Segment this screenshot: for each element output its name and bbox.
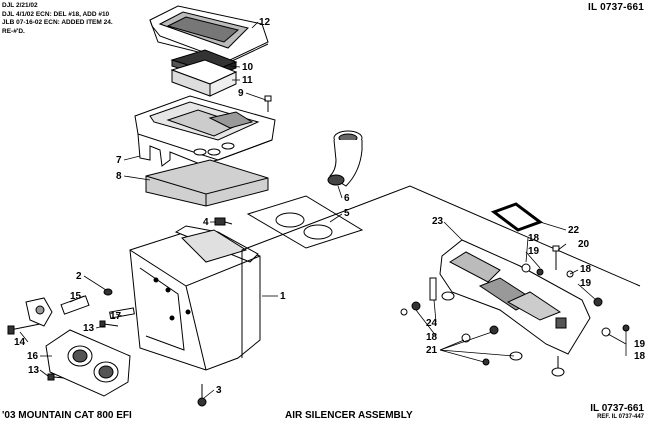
callout-9: 9 [238, 88, 244, 99]
part-duct-23 [439, 239, 591, 355]
part-screw-13a [99, 320, 119, 328]
callout-20: 20 [578, 239, 590, 250]
part-top-housing [134, 95, 276, 167]
callout-8: 8 [116, 171, 122, 182]
callout-10: 10 [242, 62, 254, 73]
callout-18: 18 [426, 332, 438, 343]
callout-1: 1 [280, 291, 286, 302]
part-bolt-9 [264, 95, 272, 112]
part-bolt-4 [214, 217, 233, 226]
part-gasket-22 [490, 202, 544, 232]
callout-15: 15 [70, 291, 82, 302]
part-intake-elbow [327, 130, 363, 187]
part-screw-13b [47, 373, 65, 381]
part-sensor-14 [7, 297, 53, 335]
callout-13: 13 [83, 323, 95, 334]
callout-24: 24 [426, 318, 438, 329]
revision-notes: DJL 2/21/02 DJL 4/1/02 ECN: DEL #18, ADD… [2, 2, 113, 36]
callout-13: 13 [28, 365, 40, 376]
part-bolt-3 [197, 384, 207, 407]
callout-3: 3 [216, 385, 222, 396]
part-lid-cover [149, 5, 269, 63]
part-filter-8 [145, 159, 269, 207]
leader-lines [19, 21, 627, 399]
callout-23: 23 [432, 216, 444, 227]
part-foam-11 [170, 59, 238, 97]
part-bolt-20 [552, 245, 560, 270]
callout-18: 18 [528, 233, 540, 244]
callout-6: 6 [344, 193, 350, 204]
footer-illustration-ref: IL 0737-661 REF. IL 0737-447 [590, 404, 644, 421]
revision-note: JLB 07-16-02 ECN: ADDED ITEM 24. [2, 19, 113, 26]
assembly-title: AIR SILENCER ASSEMBLY [285, 410, 413, 421]
detail-boundary [241, 185, 641, 358]
callout-7: 7 [116, 155, 122, 166]
part-gasket-plate [246, 195, 364, 249]
callout-5: 5 [344, 208, 350, 219]
part-grommet-2 [103, 288, 113, 296]
part-bracket-24 [429, 277, 455, 301]
callout-18: 18 [580, 264, 592, 275]
footer-illustration-number: IL 0737-661 [590, 403, 644, 414]
revision-note: RE-#'D. [2, 27, 25, 35]
callouts: 12 10 11 9 7 8 6 5 4 1 2 15 17 13 14 16 … [14, 17, 646, 396]
part-lower-intake [45, 329, 131, 397]
callout-14: 14 [14, 337, 26, 348]
model-name: '03 MOUNTAIN CAT 800 EFI [2, 410, 132, 421]
callout-16: 16 [27, 351, 39, 362]
callout-4: 4 [203, 217, 209, 228]
callout-19: 19 [580, 278, 592, 289]
reference-illustration: REF. IL 0737-447 [597, 414, 644, 420]
callout-21: 21 [426, 345, 438, 356]
callout-2: 2 [76, 271, 82, 282]
part-silencer-box [129, 225, 261, 371]
callout-22: 22 [568, 225, 580, 236]
revision-note: DJL 2/21/02 [2, 2, 38, 9]
revision-note: DJL 4/1/02 ECN: DEL #18, ADD #10 [2, 10, 110, 18]
illustration-number: IL 0737-661 [588, 2, 644, 13]
callout-12: 12 [259, 17, 271, 28]
callout-17: 17 [110, 311, 122, 322]
part-clamp-17 [109, 307, 135, 319]
callout-19: 19 [634, 339, 646, 350]
callout-18: 18 [634, 351, 646, 362]
callout-11: 11 [242, 75, 253, 86]
callout-19: 19 [528, 246, 540, 257]
